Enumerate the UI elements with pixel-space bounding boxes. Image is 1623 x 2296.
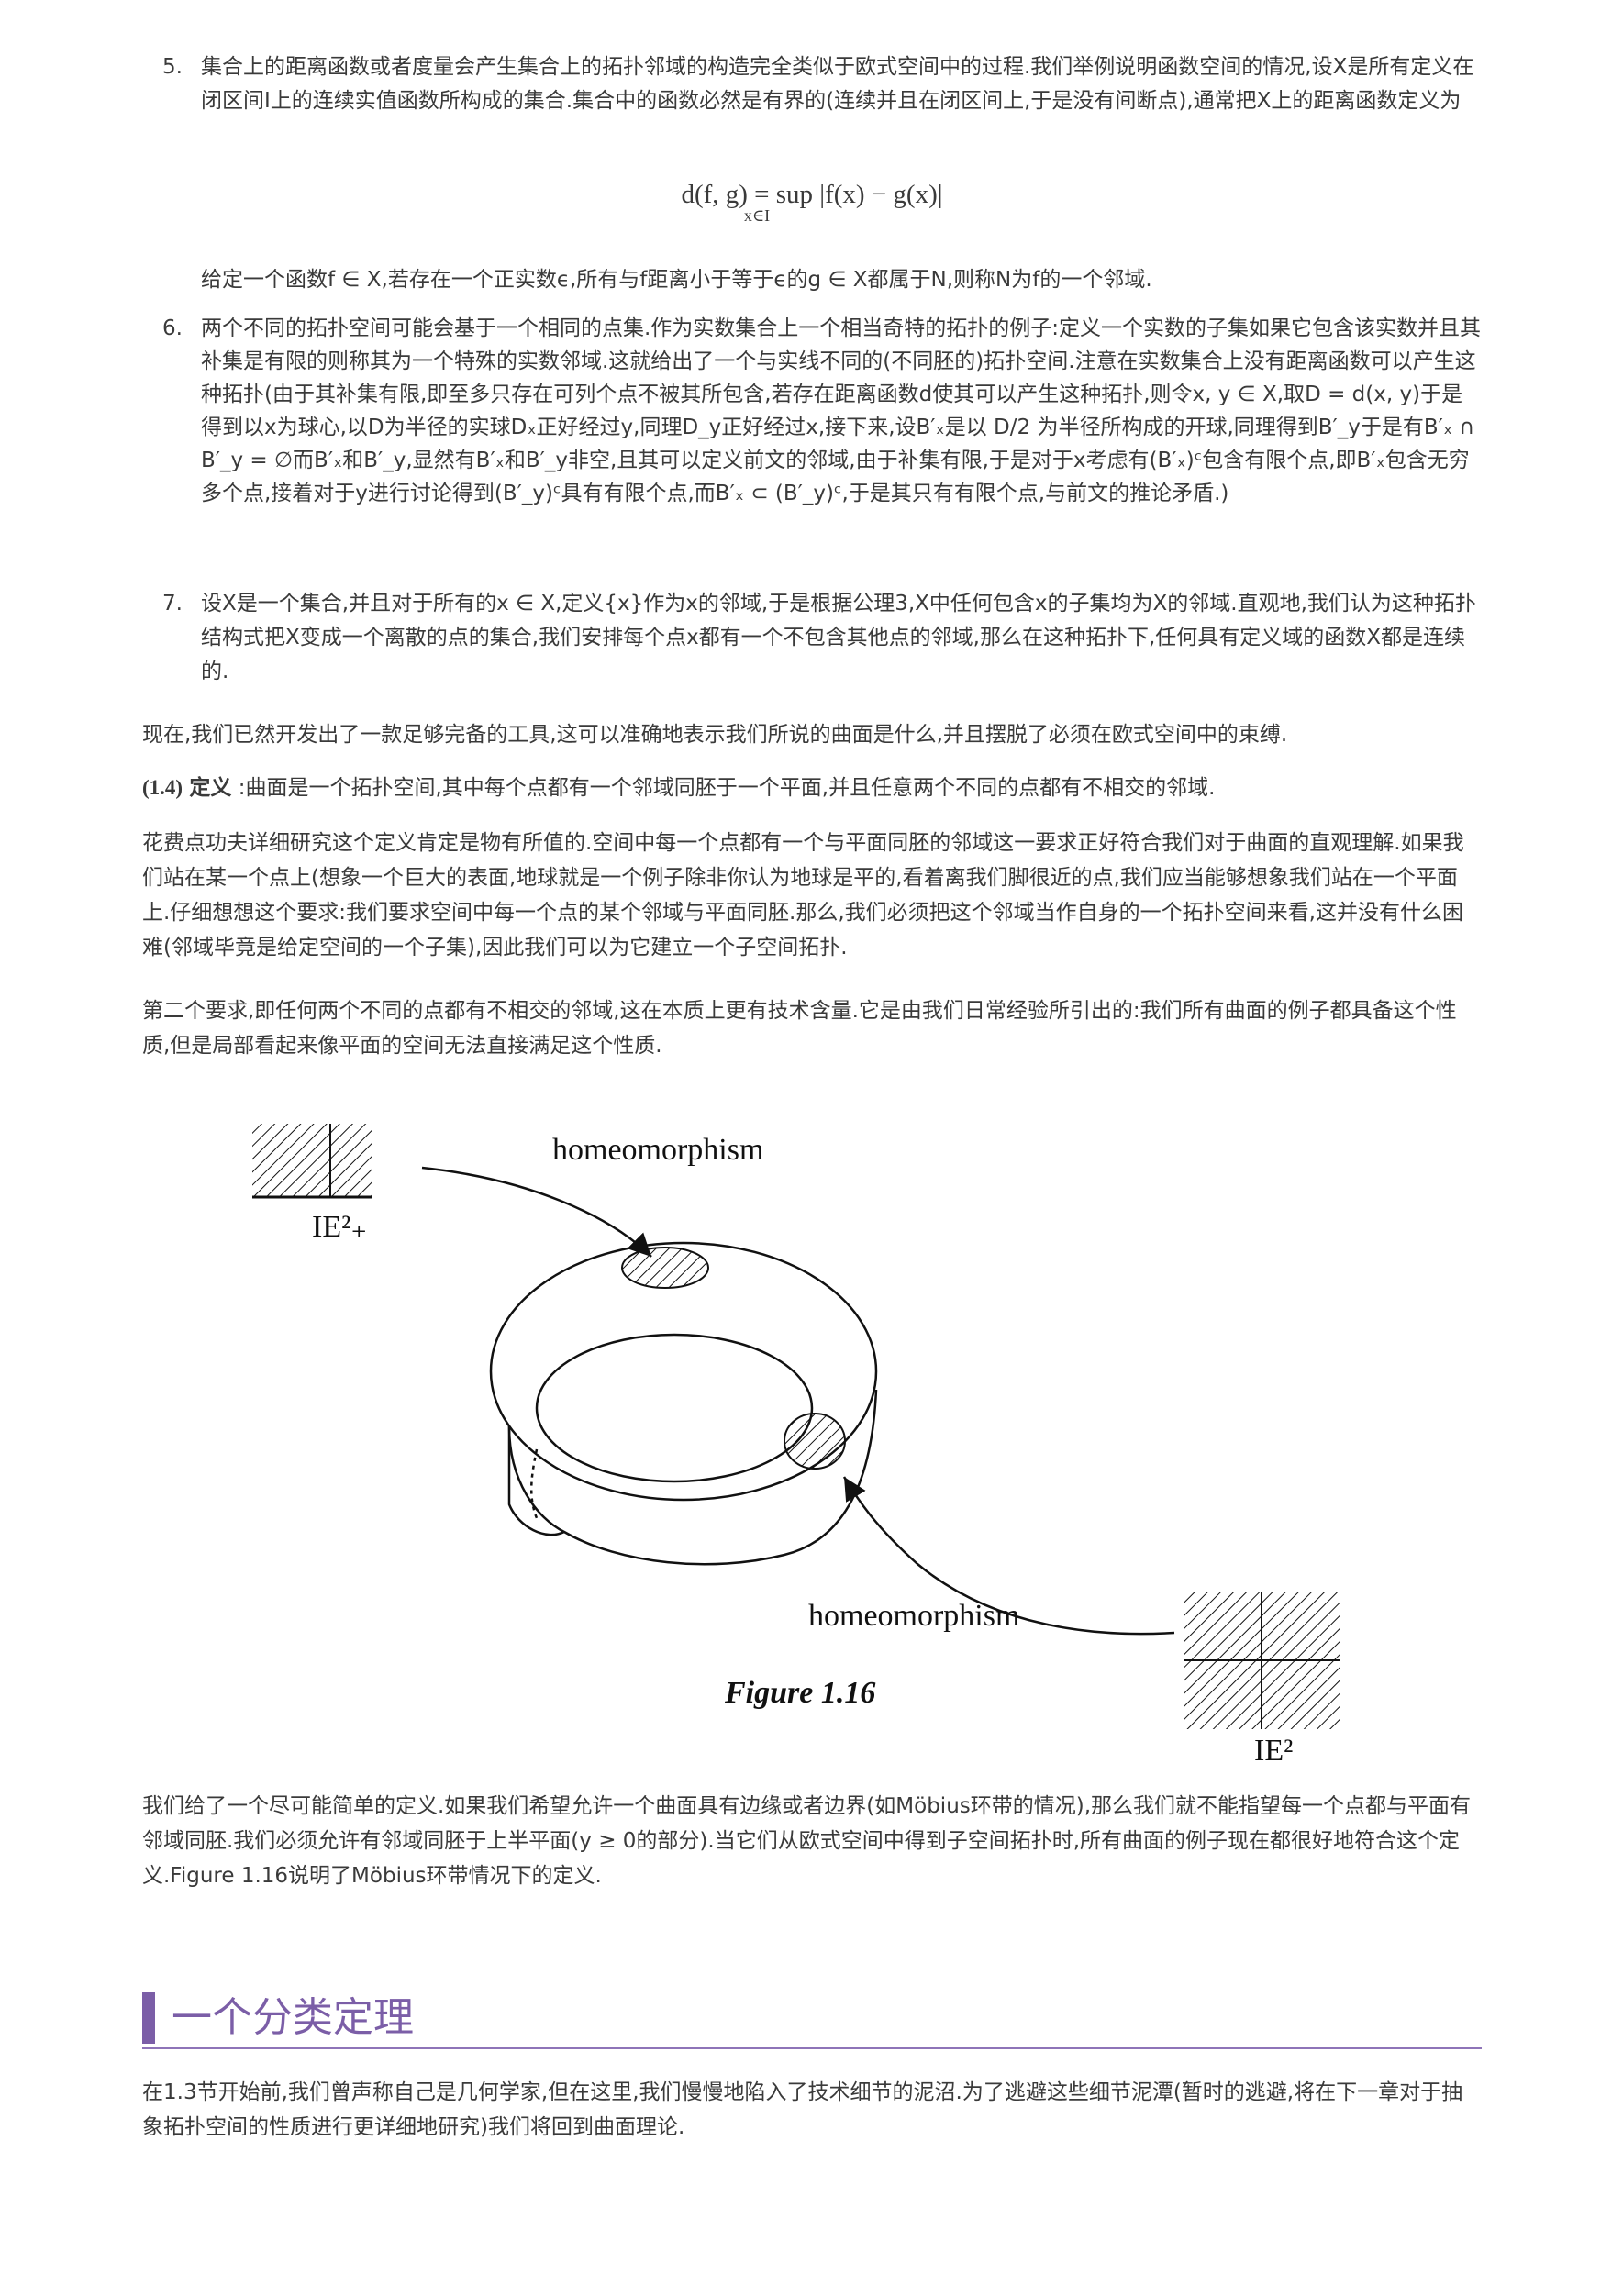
list-item-text: 给定一个函数f ∈ X,若存在一个正实数ϵ,所有与f距离小于等于ϵ的g ∈ X都… [201, 268, 1152, 292]
definition-text: :曲面是一个拓扑空间,其中每个点都有一个邻域同胚于一个平面,并且任意两个不同的点… [238, 776, 1216, 800]
boundary-neighborhood [621, 1247, 709, 1289]
half-plane-label: IE²₊ [312, 1210, 368, 1244]
arrow-top [421, 1166, 652, 1258]
formula-main: d(f, g) = sup |f(x) − g(x)| [681, 180, 943, 209]
paragraph-tools: 现在,我们已然开发出了一款足够完备的工具,这可以准确地表示我们所说的曲面是什么,… [142, 723, 1288, 747]
definition-1-4: (1.4) 定义 :曲面是一个拓扑空间,其中每个点都有一个邻域同胚于一个平面,并… [142, 771, 1482, 805]
formula-subscript: x∈I [743, 206, 771, 225]
mobius-band [489, 1241, 878, 1566]
mobius-figure-drawing [252, 1124, 1340, 1729]
distance-formula: d(f, g) = sup |f(x) − g(x)| x∈I [142, 180, 1482, 226]
plane-diagram [1184, 1592, 1340, 1729]
list-item-5: 5. 集合上的距离函数或者度量会产生集合上的拓扑邻域的构造完全类似于欧式空间中的… [161, 50, 1482, 170]
list-item-text: 集合上的距离函数或者度量会产生集合上的拓扑邻域的构造完全类似于欧式空间中的过程.… [201, 55, 1474, 113]
list-item-5-continuation: 给定一个函数f ∈ X,若存在一个正实数ϵ,所有与f距离小于等于ϵ的g ∈ X都… [161, 263, 1482, 300]
section-bar [142, 1992, 155, 2044]
list-item-number: 5. [162, 55, 183, 79]
definition-label: 定义 [189, 776, 232, 800]
homeomorphism-label-top: homeomorphism [552, 1133, 764, 1167]
definition-number: (1.4) [142, 776, 183, 799]
list-item-6: 6. 两个不同的拓扑空间可能会基于一个相同的点集.作为实数集合上一个相当奇特的拓… [161, 312, 1482, 578]
plane-label: IE² [1254, 1734, 1294, 1768]
interior-neighborhood [784, 1413, 846, 1470]
figure-caption: Figure 1.16 [725, 1676, 876, 1710]
arrow-bottom [842, 1476, 1175, 1636]
list-item-text: 设X是一个集合,并且对于所有的x ∈ X,定义{x}作为x的邻域,于是根据公理3… [201, 592, 1476, 683]
section-heading: 一个分类定理 [142, 1991, 1482, 2049]
section-title: 一个分类定理 [172, 1994, 414, 2041]
figure-1-16: homeomorphism IE²₊ homeomorphism IE² Fig… [142, 1087, 1482, 1768]
paragraph-final: 在1.3节开始前,我们曾声称自己是几何学家,但在这里,我们慢慢地陷入了技术细节的… [142, 2080, 1463, 2139]
paragraph-after-figure: 我们给了一个尽可能简单的定义.如果我们希望允许一个曲面具有边缘或者边界(如Möb… [142, 1794, 1472, 1888]
homeomorphism-label-bottom: homeomorphism [808, 1599, 1020, 1633]
paragraph-second: 第二个要求,即任何两个不同的点都有不相交的邻域,这在本质上更有技术含量.它是由我… [142, 999, 1457, 1058]
list-item-number: 7. [162, 592, 183, 616]
list-item-text: 两个不同的拓扑空间可能会基于一个相同的点集.作为实数集合上一个相当奇特的拓扑的例… [201, 316, 1482, 505]
list-item-7: 7. 设X是一个集合,并且对于所有的x ∈ X,定义{x}作为x的邻域,于是根据… [161, 587, 1482, 693]
list-item-number: 6. [162, 316, 183, 340]
half-plane-diagram [252, 1124, 372, 1199]
paragraph-study: 花费点功夫详细研究这个定义肯定是物有所值的.空间中每一个点都有一个与平面同胚的邻… [142, 831, 1464, 959]
